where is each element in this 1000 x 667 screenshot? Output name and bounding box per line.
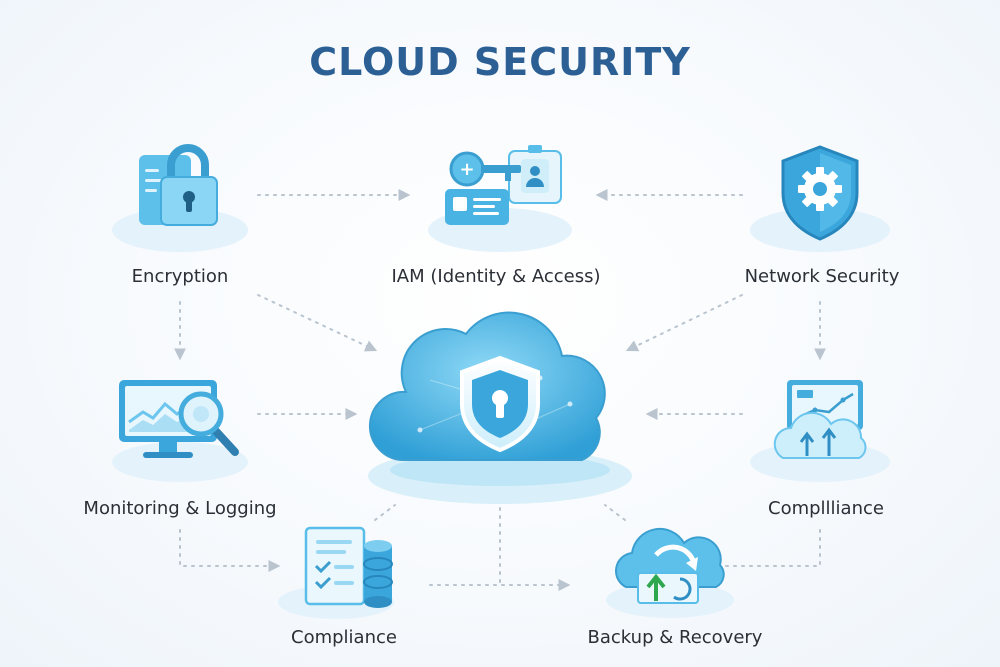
label-backup-recovery: Backup & Recovery bbox=[587, 627, 763, 648]
label-compliance-right: Compllliance bbox=[768, 498, 884, 519]
node-compliance-bottom[interactable] bbox=[272, 522, 402, 622]
cloud-chart-icon bbox=[750, 380, 890, 482]
cloud-shield-lock-icon bbox=[368, 311, 632, 504]
label-encryption: Encryption bbox=[131, 266, 229, 287]
connector-network-center bbox=[625, 294, 743, 352]
monitor-magnifier-icon bbox=[112, 380, 248, 482]
node-monitoring-logging[interactable] bbox=[105, 370, 260, 490]
node-network-security[interactable] bbox=[745, 135, 895, 255]
label-iam: IAM (Identity & Access) bbox=[391, 266, 601, 287]
label-network-security: Network Security bbox=[744, 266, 900, 287]
shield-gear-icon bbox=[750, 145, 890, 252]
connector-monitoring-compliance bbox=[179, 529, 281, 572]
id-card-key-icon: + bbox=[428, 145, 572, 252]
svg-text:+: + bbox=[459, 159, 474, 180]
node-encryption[interactable] bbox=[105, 135, 255, 255]
node-center-cloud[interactable] bbox=[360, 300, 640, 510]
node-iam[interactable]: + bbox=[425, 135, 575, 255]
label-compliance-bottom: Compliance bbox=[291, 627, 397, 648]
padlock-icon bbox=[112, 144, 248, 252]
node-backup-recovery[interactable] bbox=[600, 515, 740, 620]
diagram-title: CLOUD SECURITY bbox=[309, 40, 691, 84]
cloud-sync-icon bbox=[606, 527, 734, 618]
document-database-icon bbox=[278, 526, 394, 619]
connector-encryption-center bbox=[257, 294, 378, 352]
label-monitoring-logging: Monitoring & Logging bbox=[83, 498, 277, 519]
node-compliance-right[interactable] bbox=[745, 370, 895, 490]
